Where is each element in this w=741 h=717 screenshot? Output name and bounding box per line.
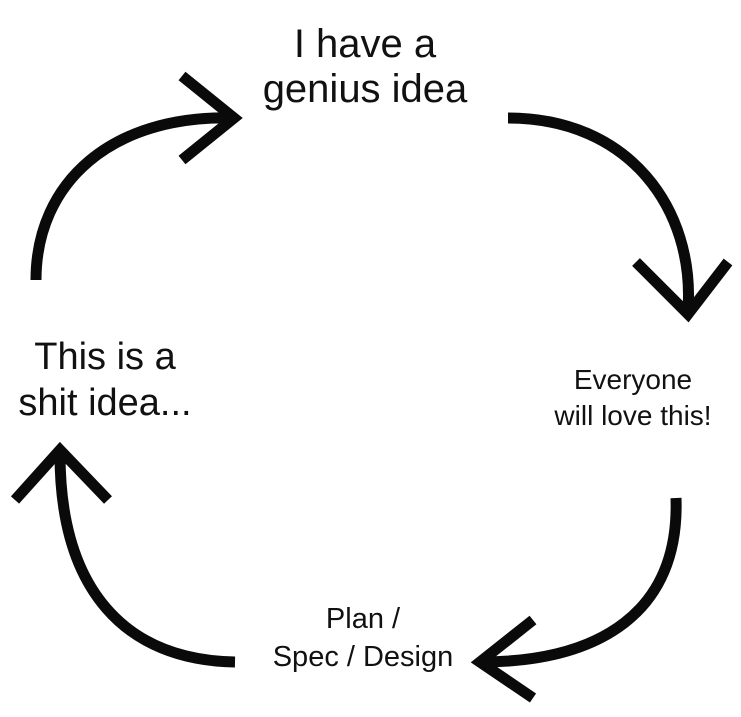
arrow-head — [632, 258, 733, 323]
node-shit-idea-line2: shit idea... — [18, 381, 192, 424]
arrow-head — [470, 615, 537, 703]
node-genius-idea: I have a genius idea — [230, 22, 500, 112]
node-plan-spec-design: Plan / Spec / Design — [228, 600, 498, 677]
node-everyone-love: Everyone will love this! — [528, 362, 738, 434]
node-shit-idea: This is a shit idea... — [0, 335, 210, 426]
arrow-shaft — [30, 112, 233, 281]
node-genius-idea-line2: genius idea — [262, 66, 468, 111]
arrow-love-to-plan — [470, 497, 682, 703]
node-genius-idea-line1: I have a — [293, 22, 437, 66]
arrow-plan-to-shit — [10, 441, 236, 668]
arrow-head — [178, 71, 243, 165]
arrow-genius-to-love — [507, 112, 733, 323]
arrow-head — [10, 441, 112, 504]
node-everyone-love-line2: will love this! — [554, 399, 712, 431]
arrow-shaft — [54, 453, 236, 668]
arrow-shaft — [507, 112, 695, 311]
node-plan-spec-design-line1: Plan / — [325, 603, 401, 635]
node-everyone-love-line1: Everyone — [573, 364, 693, 395]
arrow-shaft — [479, 497, 682, 668]
node-plan-spec-design-line2: Spec / Design — [272, 641, 454, 674]
arrow-shit-to-genius — [30, 71, 243, 281]
node-shit-idea-line1: This is a — [34, 336, 176, 378]
